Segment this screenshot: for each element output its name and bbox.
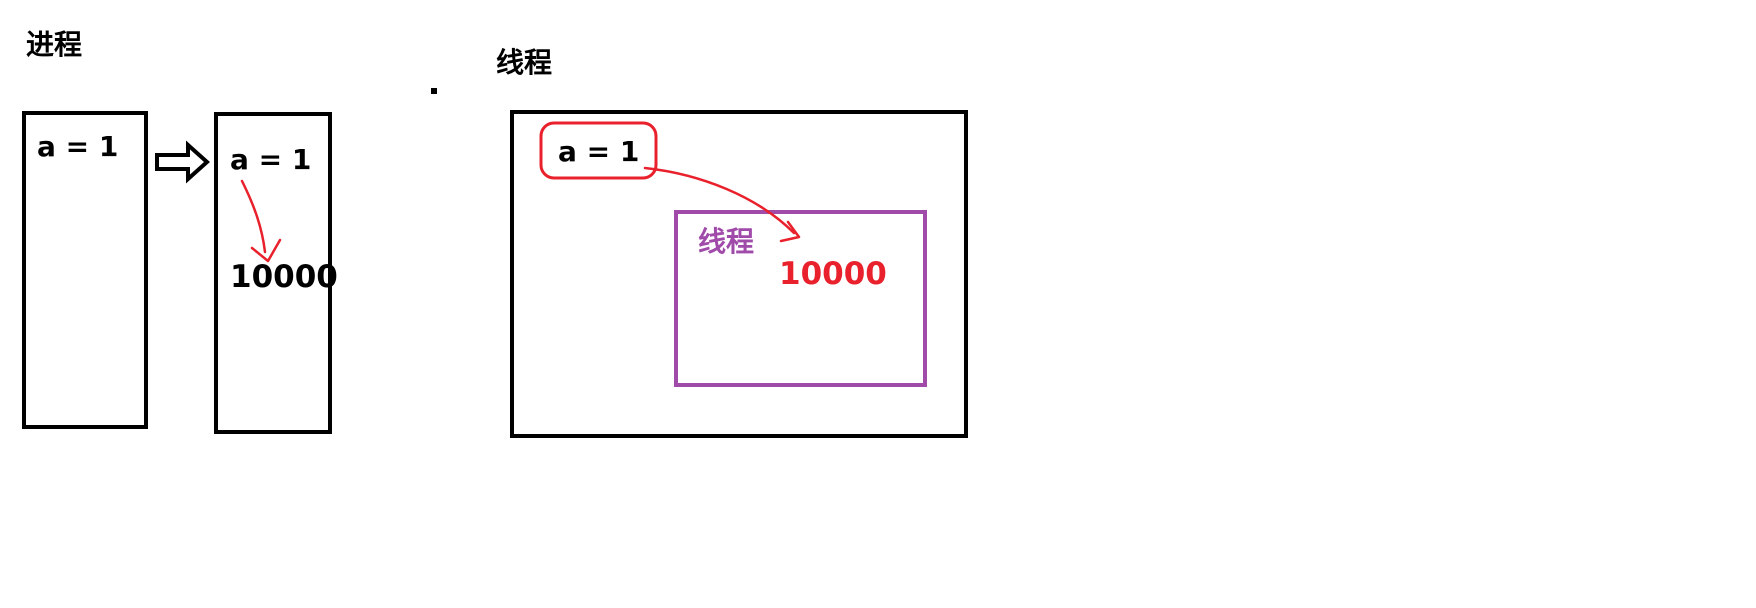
copy-arrow-icon	[155, 140, 210, 184]
separator-dot	[431, 88, 437, 94]
process-copy-value: a = 1	[230, 143, 312, 176]
process-original-value: a = 1	[37, 130, 119, 163]
process-original-box	[22, 111, 148, 429]
thread-shared-value: a = 1	[558, 135, 640, 168]
thread-title: 线程	[496, 46, 553, 79]
process-title: 进程	[26, 28, 83, 61]
process-change-arrow-icon	[240, 179, 282, 263]
process-modified-value: 10000	[230, 259, 338, 295]
thread-box	[674, 210, 927, 387]
thread-process-box	[510, 110, 968, 438]
process-copy-box	[214, 112, 332, 434]
thread-change-arrow-icon	[643, 166, 801, 243]
thread-modified-value: 10000	[779, 256, 887, 292]
shared-variable-highlight	[539, 121, 658, 180]
thread-inner-title: 线程	[698, 225, 755, 258]
